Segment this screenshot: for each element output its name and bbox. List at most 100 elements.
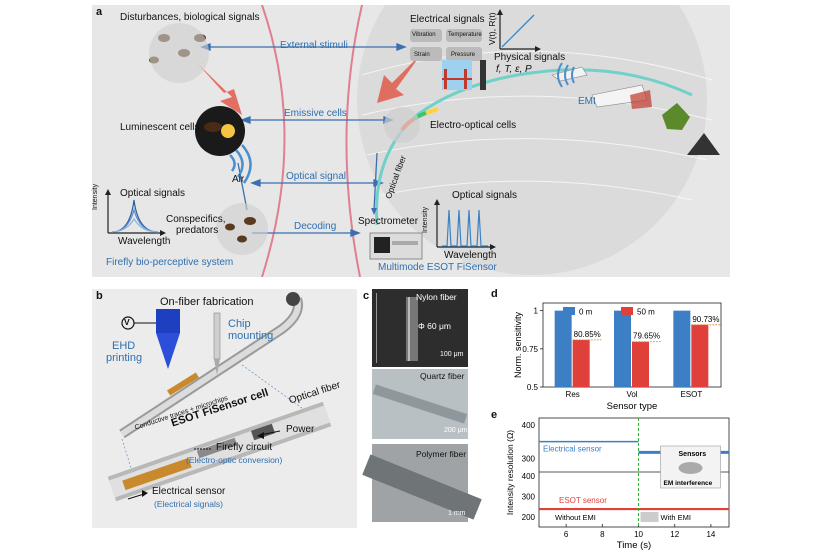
esot-sensor-label: ESOT sensor [559,496,607,505]
x-tick-label: 12 [670,530,679,539]
strain-label: Strain [414,52,430,58]
emi-arrow-icon [640,512,659,522]
inset-sensors-label: Sensors [679,451,707,458]
panel-letter-b: b [96,290,103,302]
spectrometer-label: Spectrometer [358,216,419,227]
scale-bar-1: 100 μm [440,351,464,358]
electrical-signals-b-label: (Electrical signals) [154,499,223,509]
polymer-micrograph: Polymer fiber 1 mm [362,444,482,522]
spectrometer-icon [369,232,423,260]
y-axis-label: Norm. sensitivity [513,311,523,378]
luminescent-label: Luminescent cells [120,122,200,133]
disturbances-label: Disturbances, biological signals [120,12,260,23]
right-divider [345,5,363,277]
red-arrow-left [197,63,242,115]
bridge-icon [442,60,486,90]
left-optical-signals-label: Optical signals [120,188,186,199]
y-tick-label: 300 [522,455,536,464]
legend-swatch [563,307,575,315]
bar-esot-b [691,324,709,387]
predators-label: predators [176,225,219,236]
voltage-symbol: V [124,317,130,327]
temperature-label: Temperature [448,32,482,38]
chip-label: Chip [228,318,251,330]
left-intensity-label: Intensity [92,183,99,210]
x-tick-label: 14 [706,530,715,539]
insects-bottom [225,217,256,243]
signal-icons [410,29,482,61]
vibration-label: Vibration [412,32,436,38]
air-label: Air [232,174,245,185]
y-tick-label: 200 [522,513,536,522]
panel-letter-d: d [491,288,498,300]
x-tick-label: 10 [634,530,643,539]
y-tick-label: 0.75 [522,345,538,354]
electrical-signals-label: Electrical signals [410,14,485,25]
quartz-micrograph: Quartz fiber 200 μm [372,369,468,439]
firefly-circuit-label: Firefly circuit [216,442,273,453]
firefly-system-title: Firefly bio-perceptive system [106,257,234,268]
data-label: 90.73% [692,315,719,324]
x-tick-label: 8 [600,530,605,539]
panel-a-graphics [105,5,720,277]
panel-letter-c: c [363,290,370,302]
bar-vol-a [614,310,631,387]
emissive-cells-label: Emissive cells [284,108,347,119]
emi-label: EMI [578,96,596,107]
y-tick-label: 0.5 [527,383,539,392]
right-wavelength-label: Wavelength [444,250,497,261]
inset-em-label: EM interference [664,480,713,487]
panel-a: a Disturbances, biological signals Lumin… [92,5,730,277]
on-fiber-fabrication-label: On-fiber fabrication [160,296,254,308]
right-optical-signals-label: Optical signals [452,190,518,201]
x-tick-label: 6 [564,530,569,539]
inset-sensor-disk [678,462,703,474]
physical-vars-label: f, T, ε, P [496,64,532,75]
y-tick-label: 400 [522,472,536,481]
scale-bar-3: 1 mm [448,510,466,517]
data-label: 79.65% [633,332,660,341]
electrical-sensor-strip [122,457,192,491]
polymer-label: Polymer fiber [416,449,467,459]
without-emi-label: Without EMI [555,513,596,522]
decoding-label: Decoding [294,221,337,232]
ehd-nozzle [156,309,180,333]
bar-res-b [572,339,590,387]
data-label: 80.85% [574,330,601,339]
red-arrow-right [377,53,422,103]
external-stimuli-label: External stimuli [280,40,348,51]
y-axis-label: Intensity resolution (Ω) [505,430,515,515]
fiber-end [286,292,300,306]
plot-frame [538,417,730,528]
legend-label: 50 m [637,308,655,317]
bar-vol-b [632,341,649,387]
physical-signals-label: Physical signals [494,52,566,63]
mounting-label: mounting [228,330,274,342]
temple-icon [630,90,652,109]
y-tick-label: 1 [534,307,539,316]
electrical-sensor-label: Electrical sensor [152,486,226,497]
bar-res-a [554,310,572,387]
nylon-label: Nylon fiber [416,292,457,302]
printing-label: printing [106,352,143,364]
volcano-icon [687,133,720,155]
electro-optical-label: Electro-optical cells [430,120,517,131]
left-spectrum-plot [105,189,166,236]
left-wavelength-label: Wavelength [118,236,171,247]
diameter-label: Φ 60 μm [418,321,451,331]
vt-axis-label: V(t), R(t) [487,12,497,45]
right-spectrum-plot [434,199,496,250]
person-icon [662,103,690,130]
optical-signal-label: Optical signal [286,171,347,182]
power-label: Power [286,424,315,435]
y-tick-label: 300 [522,492,536,501]
eo-conversion-label: (Electro-optic conversion) [186,455,283,465]
pressure-label: Pressure [451,52,476,58]
x-tick-label: Res [566,390,580,399]
legend-swatch [621,307,633,315]
ehd-label: EHD [112,340,136,352]
vt-plot [497,9,541,52]
